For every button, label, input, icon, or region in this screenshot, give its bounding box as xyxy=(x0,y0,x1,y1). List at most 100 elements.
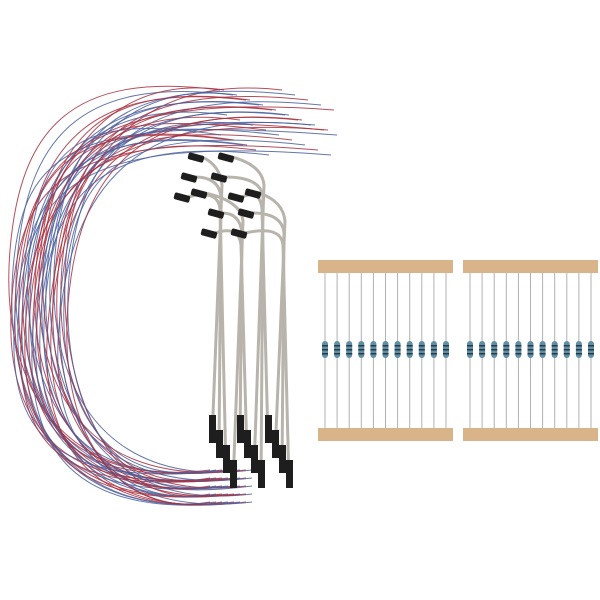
resistor-band xyxy=(346,353,353,355)
wire xyxy=(31,92,241,506)
resistor-band xyxy=(503,345,510,347)
resistor-band xyxy=(382,349,389,351)
top-tape xyxy=(318,260,453,273)
wire xyxy=(27,128,241,489)
resistor-band xyxy=(575,345,582,347)
resistor-band xyxy=(467,353,473,355)
lamp-base xyxy=(209,415,216,443)
resistor-band xyxy=(515,345,522,347)
resistor-band xyxy=(358,353,365,355)
resistor-band xyxy=(322,353,328,355)
resistor-band xyxy=(334,353,341,355)
wire xyxy=(59,111,290,497)
resistor-band xyxy=(370,353,377,355)
resistor-band xyxy=(527,345,534,347)
resistor-strips xyxy=(318,260,598,441)
resistor-band xyxy=(430,345,437,347)
resistor-band xyxy=(491,345,498,347)
resistor-band xyxy=(406,345,413,347)
resistor-band xyxy=(503,349,510,351)
resistor-band xyxy=(370,345,377,347)
resistor-band xyxy=(479,353,486,355)
resistor-band xyxy=(370,349,377,351)
bottom-tape xyxy=(318,428,453,441)
resistor-band xyxy=(491,349,498,351)
wire xyxy=(17,150,332,490)
street-lamps xyxy=(173,152,293,488)
wire xyxy=(38,95,251,473)
lamp-pole xyxy=(251,211,286,471)
lamp-pole xyxy=(244,229,291,486)
resistor-band xyxy=(563,345,570,347)
lamp-base xyxy=(244,430,251,458)
lamp-pole xyxy=(258,191,287,456)
resistor-band xyxy=(334,345,341,347)
bottom-tape xyxy=(463,428,598,441)
lamp-wires xyxy=(8,85,338,506)
resistor-band xyxy=(515,353,522,355)
wire xyxy=(49,128,280,497)
resistor-band xyxy=(588,349,594,351)
resistor-band xyxy=(563,349,570,351)
wire xyxy=(34,133,247,497)
wire xyxy=(45,101,264,481)
lamp-head xyxy=(173,192,191,203)
resistor-band xyxy=(394,345,401,347)
wire xyxy=(67,101,322,489)
resistor-strip xyxy=(318,260,453,441)
resistor-band xyxy=(563,353,570,355)
resistor-band xyxy=(527,353,534,355)
lamp-base xyxy=(272,430,279,458)
wire xyxy=(53,90,296,473)
resistor-band xyxy=(322,345,328,347)
resistor-band xyxy=(443,345,449,347)
lamp-base xyxy=(230,460,237,488)
lamp-pole xyxy=(231,155,266,471)
resistor-band xyxy=(406,349,413,351)
resistor-band xyxy=(430,349,437,351)
resistor-band xyxy=(443,349,449,351)
wire xyxy=(42,122,267,489)
resistor-band xyxy=(406,353,413,355)
resistor-band xyxy=(539,345,546,347)
lamp-base xyxy=(279,445,286,473)
resistor-band xyxy=(588,353,594,355)
lamp-base xyxy=(223,445,230,473)
resistor-band xyxy=(551,349,558,351)
resistor-band xyxy=(358,345,365,347)
lamp-head xyxy=(217,152,235,163)
resistor-band xyxy=(551,345,558,347)
lamp-head xyxy=(207,208,225,219)
resistor-band xyxy=(539,349,546,351)
lamp-base xyxy=(216,430,223,458)
resistor-band xyxy=(539,353,546,355)
resistor-strip xyxy=(463,260,598,441)
lamp-pole xyxy=(204,191,245,486)
wire xyxy=(63,139,306,474)
resistor-band xyxy=(334,349,341,351)
resistor-band xyxy=(515,349,522,351)
resistor-band xyxy=(588,345,594,347)
lamp-head xyxy=(244,188,262,199)
lamp-head xyxy=(227,192,245,203)
lamp-pole xyxy=(201,155,224,441)
resistor-band xyxy=(346,349,353,351)
lamp-head xyxy=(210,172,228,183)
lamp-base xyxy=(258,460,265,488)
lamp-base xyxy=(265,415,272,443)
lamp-base xyxy=(286,460,293,488)
lamp-head xyxy=(200,228,218,239)
resistor-band xyxy=(527,349,534,351)
resistor-band xyxy=(358,349,365,351)
resistor-band xyxy=(467,349,473,351)
resistor-band xyxy=(346,345,353,347)
resistor-band xyxy=(418,345,425,347)
resistor-band xyxy=(418,353,425,355)
wire xyxy=(8,85,221,473)
lamp-head xyxy=(230,228,248,239)
lamp-head xyxy=(180,172,198,183)
resistor-band xyxy=(575,349,582,351)
resistor-band xyxy=(467,345,473,347)
resistor-band xyxy=(418,349,425,351)
resistor-band xyxy=(503,353,510,355)
